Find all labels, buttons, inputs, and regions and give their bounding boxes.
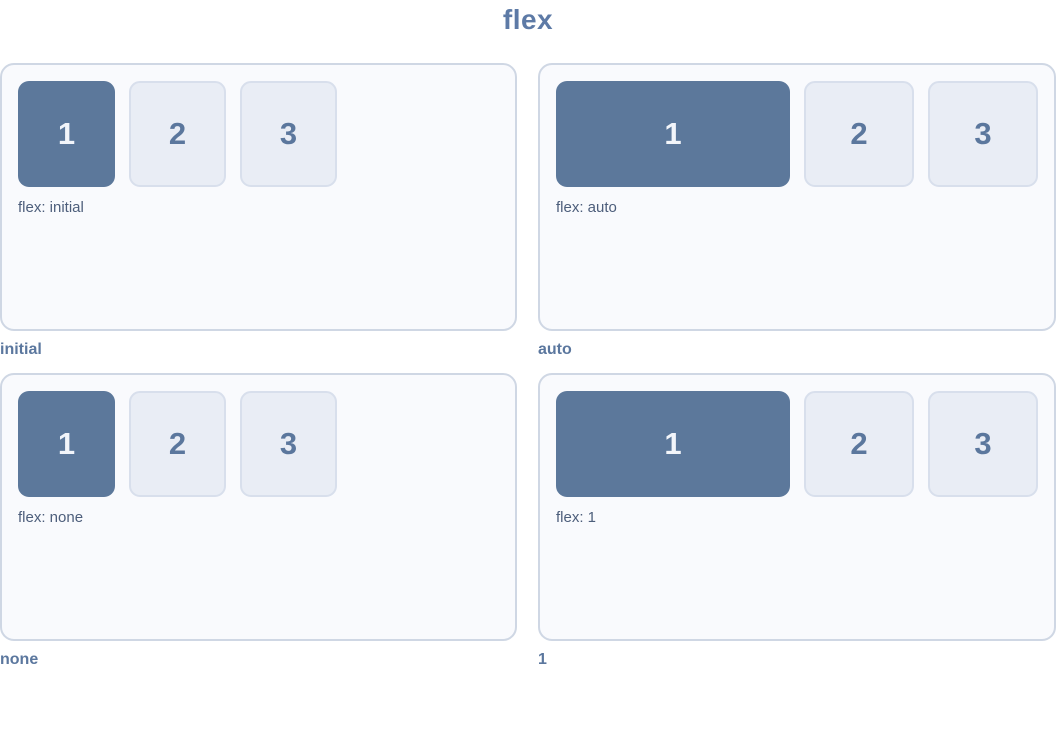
flex-container: 1 2 3: [556, 391, 1038, 497]
flex-item-1: 1: [18, 81, 115, 187]
flex-item-3: 3: [240, 81, 337, 187]
flex-item-1: 1: [556, 81, 790, 187]
flex-value-label: flex: auto: [556, 199, 617, 216]
flex-item-3: 3: [928, 391, 1038, 497]
panel-none: 1 2 3 flex: none: [0, 373, 517, 641]
flex-item-2: 2: [804, 81, 914, 187]
panel-caption-none: none: [0, 651, 39, 668]
example-initial: 1 2 3 flex: initial initial: [0, 63, 517, 359]
example-auto: 1 2 3 flex: auto auto: [538, 63, 1056, 359]
panel-1: 1 2 3 flex: 1: [538, 373, 1056, 641]
flex-container: 1 2 3: [18, 81, 499, 187]
flex-item-3: 3: [240, 391, 337, 497]
panel-initial: 1 2 3 flex: initial: [0, 63, 517, 331]
flex-value-label: flex: none: [18, 509, 84, 526]
panel-caption-initial: initial: [0, 341, 42, 358]
flex-container: 1 2 3: [18, 391, 499, 497]
example-none: 1 2 3 flex: none none: [0, 373, 517, 669]
flex-item-1: 1: [556, 391, 790, 497]
flex-item-3: 3: [928, 81, 1038, 187]
flex-value-label: flex: initial: [18, 199, 84, 216]
page-title: flex: [502, 4, 554, 35]
example-1: 1 2 3 flex: 1 1: [538, 373, 1056, 669]
panel-caption-1: 1: [538, 651, 547, 668]
flex-container: 1 2 3: [556, 81, 1038, 187]
flex-item-1: 1: [18, 391, 115, 497]
flex-item-2: 2: [804, 391, 914, 497]
flex-value-label: flex: 1: [556, 509, 597, 526]
panel-auto: 1 2 3 flex: auto: [538, 63, 1056, 331]
examples-grid: 1 2 3 flex: initial initial 1 2 3 flex: …: [0, 63, 1056, 669]
panel-caption-auto: auto: [538, 341, 572, 358]
flex-item-2: 2: [129, 391, 226, 497]
flex-item-2: 2: [129, 81, 226, 187]
